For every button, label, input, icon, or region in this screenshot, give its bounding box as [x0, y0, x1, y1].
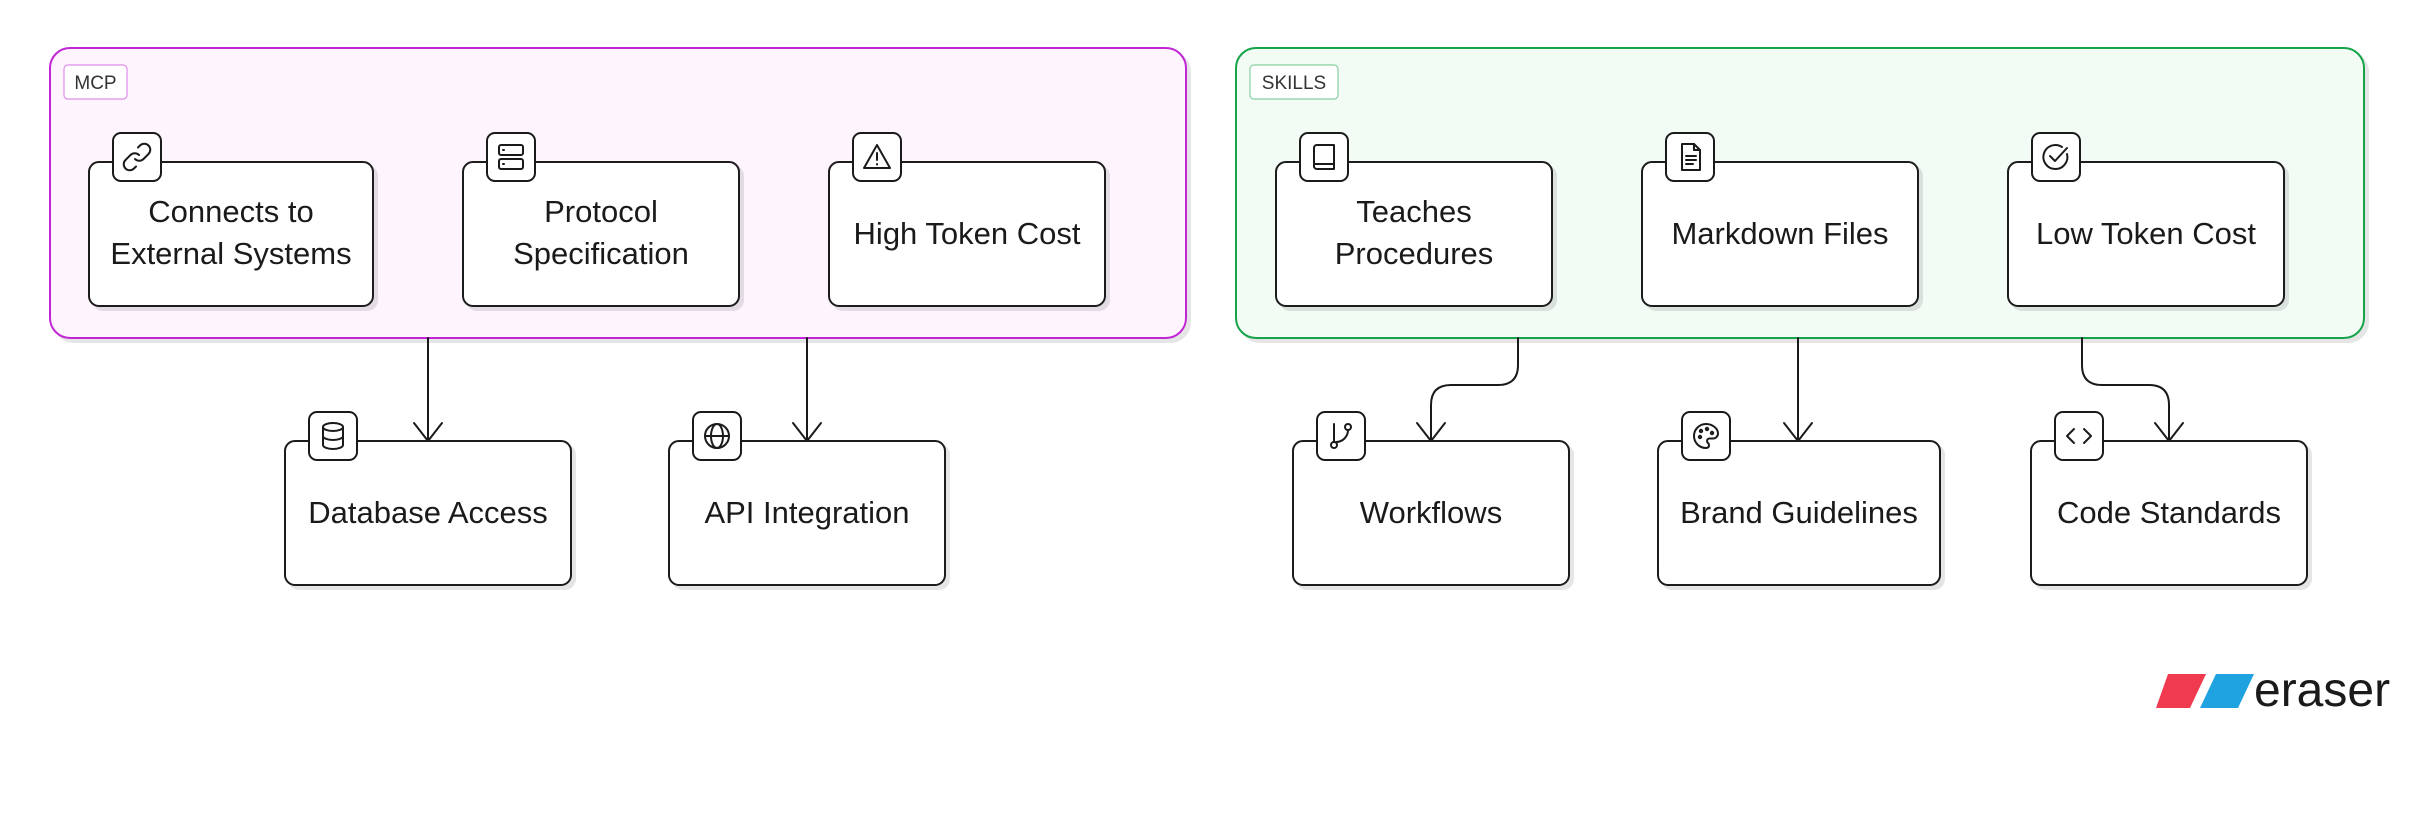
node-database-access[interactable]: Database Access: [284, 411, 572, 586]
connector-mcp-to-database: [413, 337, 443, 442]
file-text-icon: [1665, 132, 1715, 182]
node-workflows[interactable]: Workflows: [1292, 411, 1570, 586]
node-label: API Integration: [704, 495, 909, 530]
code-icon: [2054, 411, 2104, 461]
node-label-line: Procedures: [1335, 236, 1494, 271]
node-low-token-cost[interactable]: Low Token Cost: [2007, 132, 2285, 307]
book-icon: [1299, 132, 1349, 182]
node-markdown-files[interactable]: Markdown Files: [1641, 132, 1919, 307]
node-teaches-procedures[interactable]: Teaches Procedures: [1275, 132, 1553, 307]
connector-skills-to-brand: [1783, 337, 1813, 442]
node-label: Workflows: [1360, 495, 1502, 530]
node-label-line: Markdown Files: [1671, 216, 1888, 251]
node-label-line: Connects to: [148, 194, 313, 229]
node-label-line: Low Token Cost: [2036, 216, 2256, 251]
node-label-line: High Token Cost: [854, 216, 1081, 251]
eraser-logo-text: eraser: [2254, 664, 2390, 717]
eraser-logo-mark-red: [2156, 674, 2206, 708]
server-icon: [486, 132, 536, 182]
group-skills-label: SKILLS: [1262, 73, 1326, 94]
check-circle-icon: [2031, 132, 2081, 182]
node-label-line: External Systems: [110, 236, 351, 271]
node-label-line: Protocol: [544, 194, 658, 229]
node-label-line: Specification: [513, 236, 689, 271]
palette-icon: [1681, 411, 1731, 461]
node-label: Database Access: [308, 495, 548, 530]
git-branch-icon: [1316, 411, 1366, 461]
node-protocol-spec[interactable]: Protocol Specification: [462, 132, 740, 307]
group-mcp-label: MCP: [74, 73, 116, 94]
node-high-token-cost[interactable]: High Token Cost: [828, 132, 1106, 307]
warning-icon: [852, 132, 902, 182]
group-skills-label-box: [1249, 64, 1339, 100]
eraser-logo: eraser: [2156, 664, 2390, 717]
node-brand-guidelines[interactable]: Brand Guidelines: [1657, 411, 1941, 586]
globe-icon: [692, 411, 742, 461]
link-icon: [112, 132, 162, 182]
eraser-logo-mark-blue: [2200, 674, 2254, 708]
connectors: [413, 337, 2184, 442]
database-icon: [308, 411, 358, 461]
group-mcp-label-box: [63, 64, 128, 100]
node-label: Code Standards: [2057, 495, 2281, 530]
connector-mcp-to-api: [792, 337, 822, 442]
node-label: Brand Guidelines: [1680, 495, 1918, 530]
node-code-standards[interactable]: Code Standards: [2030, 411, 2308, 586]
node-api-integration[interactable]: API Integration: [668, 411, 946, 586]
connector-skills-to-workflows: [1416, 337, 1519, 442]
node-label-line: Teaches: [1356, 194, 1471, 229]
node-connects-external[interactable]: Connects to External Systems: [88, 132, 374, 307]
